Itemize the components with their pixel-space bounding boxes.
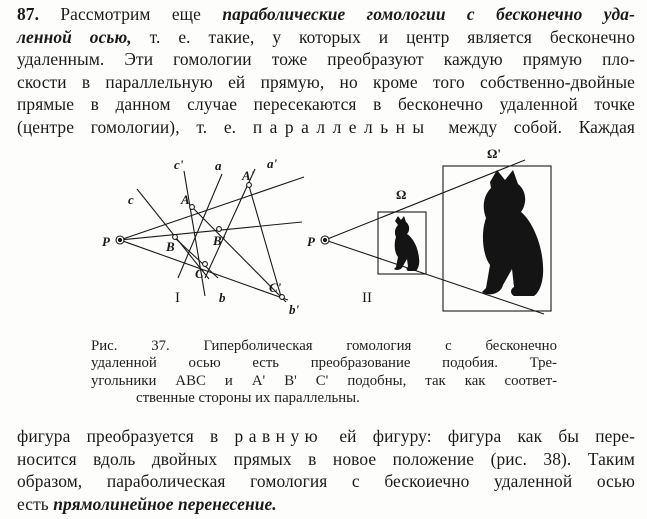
point-A xyxy=(189,204,195,210)
label-a: a xyxy=(215,158,222,173)
ray-bottom xyxy=(324,239,545,315)
panel-1-labels: P c' a a' A A' c B B' C C' b b' xyxy=(102,156,300,317)
line-bc xyxy=(175,238,219,279)
line-p-to-top xyxy=(119,176,305,241)
label-b: b xyxy=(219,290,226,305)
line-a xyxy=(177,173,223,279)
panel-2-labels: P Ω Ω' xyxy=(307,146,501,249)
line-p-to-mid xyxy=(119,221,303,241)
label-c: c xyxy=(128,192,134,207)
point-C xyxy=(202,261,208,267)
label-C-prime: C' xyxy=(269,280,282,295)
point-C-prime xyxy=(279,294,285,300)
caption-line-1: Рис. 37. Гиперболическая гомология с бес… xyxy=(91,338,557,354)
emphasis-term: параболические гомологии с бесконечно уд… xyxy=(222,4,635,24)
label-A: A xyxy=(180,192,190,207)
para-bottom-line-4: есть прямолинейное перенесение. xyxy=(17,493,277,514)
figure-37-svg: P c' a a' A A' c B B' C C' b b' I xyxy=(102,146,552,317)
panel-2-points xyxy=(320,235,330,245)
point-B-prime xyxy=(216,226,222,232)
label-omega-prime: Ω' xyxy=(487,146,501,161)
label-p-2: P xyxy=(307,234,316,249)
label-A-prime: A' xyxy=(241,168,255,183)
caption-line-2: удаленной осью есть преобразование подоб… xyxy=(91,355,557,372)
line-a-prime xyxy=(204,168,256,279)
panel-1-lines xyxy=(119,168,305,303)
omega-frame xyxy=(377,211,427,275)
para-top-line-2: ленной осью, т. е. такие, у которых и це… xyxy=(17,26,635,47)
line-c xyxy=(136,188,210,280)
emphasis-term-cont: ленной осью, xyxy=(17,26,132,47)
caption-line-4: ственные стороны их параллельны. xyxy=(136,390,360,407)
line-b-prime-c-prime xyxy=(191,206,287,303)
para-top-line-5: прямые в данном случае пересекаются в бе… xyxy=(17,94,635,115)
paragraph-bottom: фигура преобразуется в равную ей фигуру:… xyxy=(17,425,635,515)
label-C: C xyxy=(195,266,204,281)
label-omega: Ω xyxy=(396,187,406,202)
line-p-to-bottom xyxy=(119,239,289,301)
spaced-word: параллельны xyxy=(252,116,432,137)
dog-small-icon xyxy=(394,216,420,271)
panel-1-points xyxy=(115,182,285,300)
label-B-prime: B' xyxy=(212,233,226,248)
line-b-prime-side xyxy=(248,185,283,301)
ray-top xyxy=(324,159,526,241)
para-top-line-4: скости в параллельную ей прямую, но кром… xyxy=(17,71,635,92)
figure-37: P c' a a' A A' c B B' C C' b b' I xyxy=(92,144,566,329)
paragraph-top: 87. Рассмотрим еще параболические гомоло… xyxy=(17,3,635,139)
para-bottom-line-2: носится вдоль двойных прямых в новое пол… xyxy=(17,448,635,469)
label-b-prime: b' xyxy=(289,302,300,317)
para-top-line-3: удаленным. Эти гомологии тоже преобразую… xyxy=(17,49,635,70)
line-c-prime xyxy=(183,170,206,297)
para-top-line-1: 87. Рассмотрим еще параболические гомоло… xyxy=(17,4,635,24)
emphasis-term-2: прямолинейное перенесение. xyxy=(53,493,277,514)
spaced-word-2: равную xyxy=(234,426,324,446)
section-number: 87. xyxy=(17,4,40,24)
label-a-prime: a' xyxy=(267,156,278,171)
point-B xyxy=(172,234,178,240)
caption-line-3: угольники ABC и A' B' C' подобны, так ка… xyxy=(91,372,557,389)
panel-1-numeral: I xyxy=(175,290,180,306)
figure-caption: Рис. 37. Гиперболическая гомология с бес… xyxy=(91,338,557,408)
panel-2-numeral: II xyxy=(362,290,372,306)
dog-large-icon xyxy=(482,170,544,296)
para-top-line-6: (центре гомологии), т. е. параллельны ме… xyxy=(17,116,635,137)
panel-2-lines xyxy=(324,159,552,315)
label-c-prime: c' xyxy=(174,157,184,172)
point-A-prime xyxy=(246,182,252,188)
para-bottom-line-3: образом, параболическая гомология с беск… xyxy=(17,471,635,492)
para-bottom-line-1: фигура преобразуется в равную ей фигуру:… xyxy=(17,426,635,446)
label-p: P xyxy=(102,234,111,249)
label-B: B xyxy=(165,239,175,254)
omega-prime-frame xyxy=(442,165,552,312)
